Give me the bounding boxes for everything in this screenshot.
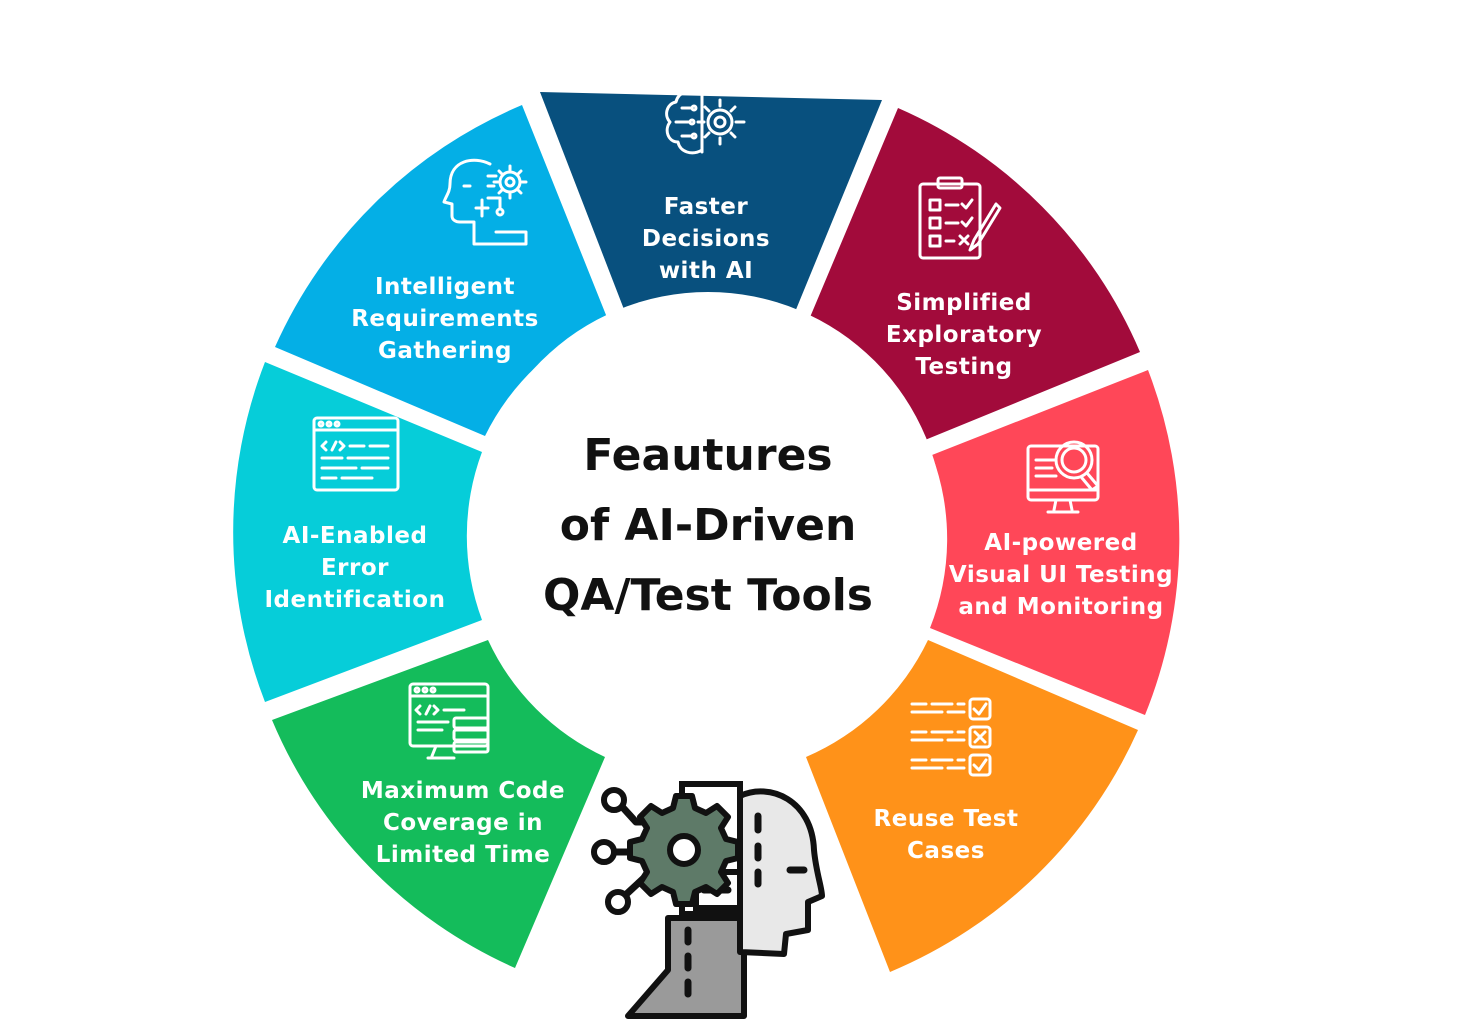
segment-label-line: Error [321,555,389,581]
head-gear-icon [442,158,528,246]
center-title-line: of AI-Driven [560,500,857,551]
segment-label-line: and Monitoring [958,594,1163,620]
center-title-line: Feautures [583,430,832,481]
brain-gear-icon [665,88,746,155]
robot-head [737,788,825,957]
segment-label-line: Simplified [896,290,1032,316]
segment-requirements-gathering: Intelligent Requirements Gathering [275,105,608,436]
clipboard-checklist-icon [918,176,1002,260]
segment-shape [808,108,1140,440]
segment-label-line: Decisions [642,226,770,252]
segment-label-line: Exploratory [886,322,1042,348]
robot-ai-head-illustration [591,781,825,1019]
segment-label-line: Requirements [351,306,539,332]
segment-label-line: AI-Enabled [283,523,428,549]
gear-icon [627,793,741,907]
segment-visual-ui-testing: AI-powered Visual UI Testing and Monitor… [930,370,1180,715]
monitor-magnifier-icon [1026,440,1100,514]
center-circle [472,292,944,764]
segment-shape [930,370,1180,715]
segment-label-line: Testing [915,354,1012,380]
segment-label-line: with AI [659,258,753,284]
segment-label-line: Faster [664,194,749,220]
segment-label-line: Gathering [378,338,512,364]
segment-label-line: Coverage in [383,810,543,836]
segment-shape [272,640,605,968]
segment-maximum-code-coverage: Maximum Code Coverage in Limited Time [272,640,605,968]
segment-label-line: Limited Time [376,842,551,868]
code-window-icon [312,416,400,492]
segment-label-line: Intelligent [375,274,515,300]
segment-label-line: Maximum Code [361,778,565,804]
segment-error-identification: AI-Enabled Error Identification [233,362,482,702]
center-title-line: QA/Test Tools [543,570,873,621]
segment-label-line: Cases [907,838,985,864]
segment-shape [540,92,882,312]
code-window-database-icon [408,682,490,760]
segment-reuse-test-cases: Reuse Test Cases [806,640,1138,972]
segment-label-line: Visual UI Testing [949,562,1173,588]
segment-simplified-exploratory-testing: Simplified Exploratory Testing [808,108,1140,440]
segment-shape [275,105,608,436]
checklist-boxes-icon [910,697,992,777]
segment-shape [806,640,1138,972]
segment-faster-decisions: Faster Decisions with AI [540,88,882,312]
segment-shape [233,362,482,702]
segment-label-line: Identification [265,587,446,613]
segment-label-line: Reuse Test [874,806,1019,832]
segment-label-line: AI-powered [984,530,1137,556]
